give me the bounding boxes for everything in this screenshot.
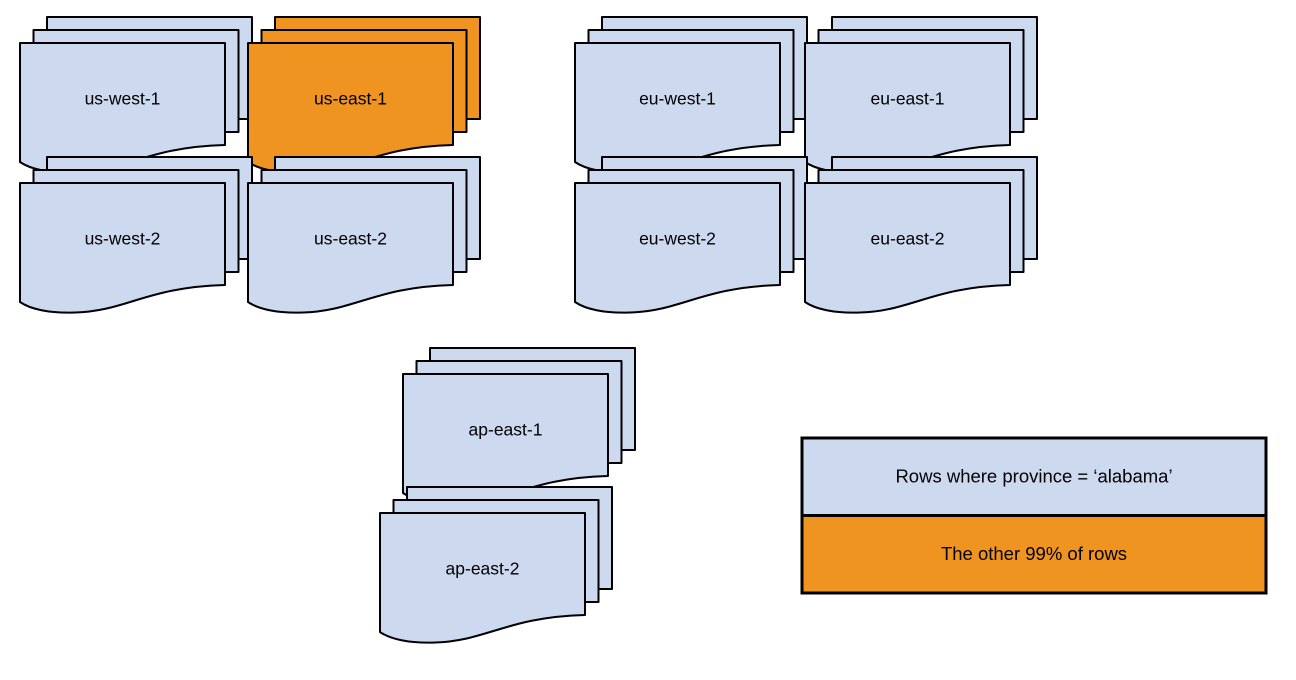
- region-stack-ap-east-1[interactable]: ap-east-1: [402, 347, 636, 505]
- region-stack-us-west-1[interactable]: us-west-1: [19, 16, 253, 174]
- region-stack-ap-east-2[interactable]: ap-east-2: [379, 486, 613, 644]
- legend-swatch-province-rows: [800, 436, 1268, 517]
- region-stack-eu-west-2[interactable]: eu-west-2: [574, 156, 808, 314]
- region-stack-label-ap-east-1: ap-east-1: [469, 420, 543, 440]
- region-stack-eu-east-2[interactable]: eu-east-2: [804, 156, 1038, 314]
- region-stack-eu-west-1[interactable]: eu-west-1: [574, 16, 808, 174]
- legend-row-other-rows[interactable]: The other 99% of rows: [800, 514, 1268, 595]
- region-stack-us-east-2[interactable]: us-east-2: [247, 156, 481, 314]
- legend-label-province-rows: Rows where province = ‘alabama’: [895, 466, 1172, 487]
- sheet-front: [379, 512, 586, 644]
- legend-swatch-other-rows: [800, 514, 1268, 595]
- region-stack-label-us-east-1: us-east-1: [314, 89, 387, 109]
- sheet-front: [574, 182, 781, 314]
- sheet-front: [247, 182, 454, 314]
- region-stack-us-west-2[interactable]: us-west-2: [19, 156, 253, 314]
- region-stacks-group: us-west-1 us-east-1 eu-west-1 eu-east-1 us-w…: [19, 16, 1038, 644]
- sheet-front: [19, 182, 226, 314]
- region-stack-label-eu-west-2: eu-west-2: [639, 229, 716, 249]
- region-stack-label-eu-west-1: eu-west-1: [639, 89, 716, 109]
- region-stack-us-east-1[interactable]: us-east-1: [247, 16, 481, 174]
- legend-group: Rows where province = ‘alabama’ The other…: [800, 436, 1268, 595]
- region-stack-label-ap-east-2: ap-east-2: [446, 559, 520, 579]
- region-stack-eu-east-1[interactable]: eu-east-1: [804, 16, 1038, 174]
- sheet-front: [804, 182, 1011, 314]
- legend-row-province-rows[interactable]: Rows where province = ‘alabama’: [800, 436, 1268, 517]
- region-stack-label-eu-east-2: eu-east-2: [871, 229, 945, 249]
- region-stack-label-eu-east-1: eu-east-1: [871, 89, 945, 109]
- region-stack-label-us-east-2: us-east-2: [314, 229, 387, 249]
- region-stack-label-us-west-1: us-west-1: [85, 89, 161, 109]
- region-stack-label-us-west-2: us-west-2: [85, 229, 161, 249]
- legend-label-other-rows: The other 99% of rows: [941, 543, 1127, 564]
